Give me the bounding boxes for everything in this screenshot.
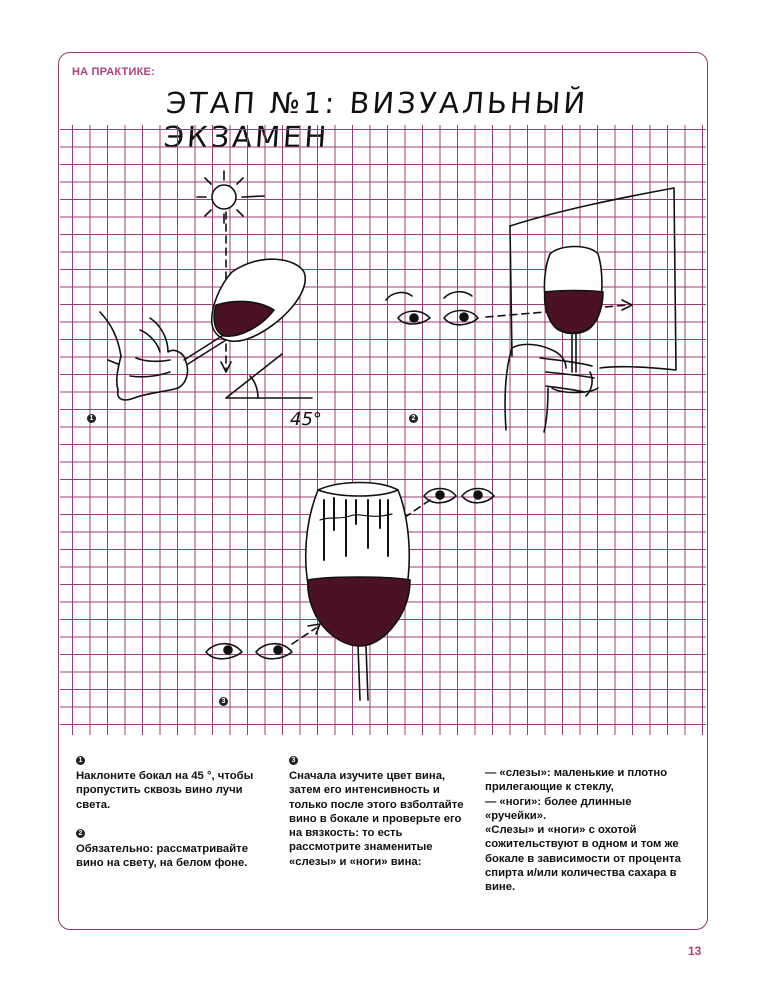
white-background-sheet bbox=[509, 187, 677, 371]
hand-drawing-1 bbox=[99, 311, 189, 401]
step-1-text: Наклоните бокал на 45 °, чтобы пропустит… bbox=[76, 770, 254, 811]
tears-legs-note: «Слезы» и «ноги» с охотой сожительствуют… bbox=[485, 824, 681, 894]
text-column-3: — «слезы»: маленькие и плотно прилегающи… bbox=[485, 766, 695, 895]
angle-label: 45° bbox=[290, 409, 322, 430]
large-wine-glass bbox=[304, 481, 411, 701]
marker-2: 2 bbox=[409, 414, 418, 423]
tears-definition: — «слезы»: маленькие и плотно прилегающи… bbox=[485, 767, 668, 794]
page-frame bbox=[58, 52, 708, 930]
text-column-1: 1 Наклоните бокал на 45 °, чтобы пропуст… bbox=[76, 752, 266, 870]
step-marker-3: 3 bbox=[289, 756, 298, 765]
angle-indicator bbox=[225, 353, 313, 399]
legs-definition: — «ноги»: более длинные «ручейки». bbox=[485, 795, 632, 822]
page-number: 13 bbox=[688, 944, 702, 958]
step-marker-1: 1 bbox=[76, 756, 85, 765]
step-marker-2: 2 bbox=[76, 828, 85, 838]
arrow-down-icon bbox=[220, 361, 232, 373]
eyes-icon-pair-2 bbox=[385, 290, 479, 326]
step-3-text: Сначала изучите цвет вина, затем его инт… bbox=[289, 770, 464, 868]
tilted-wine-glass bbox=[183, 258, 307, 365]
step-2-text: Обязательно: рассматривайте вино на свет… bbox=[76, 842, 248, 870]
text-column-2: 3 Сначала изучите цвет вина, затем его и… bbox=[289, 752, 469, 869]
grid-background bbox=[60, 125, 706, 745]
sun-icon bbox=[196, 170, 265, 224]
upright-wine-glass bbox=[543, 245, 604, 394]
arrow-icon-2 bbox=[307, 623, 321, 635]
marker-1: 1 bbox=[87, 414, 96, 423]
hand-drawing-2 bbox=[504, 343, 595, 433]
section-label: НА ПРАКТИКЕ: bbox=[72, 66, 155, 78]
eyes-icon-pair-3a bbox=[423, 487, 495, 504]
eyes-icon-pair-3b bbox=[205, 642, 293, 660]
marker-3: 3 bbox=[219, 697, 228, 706]
arrow-right-icon bbox=[621, 299, 633, 311]
